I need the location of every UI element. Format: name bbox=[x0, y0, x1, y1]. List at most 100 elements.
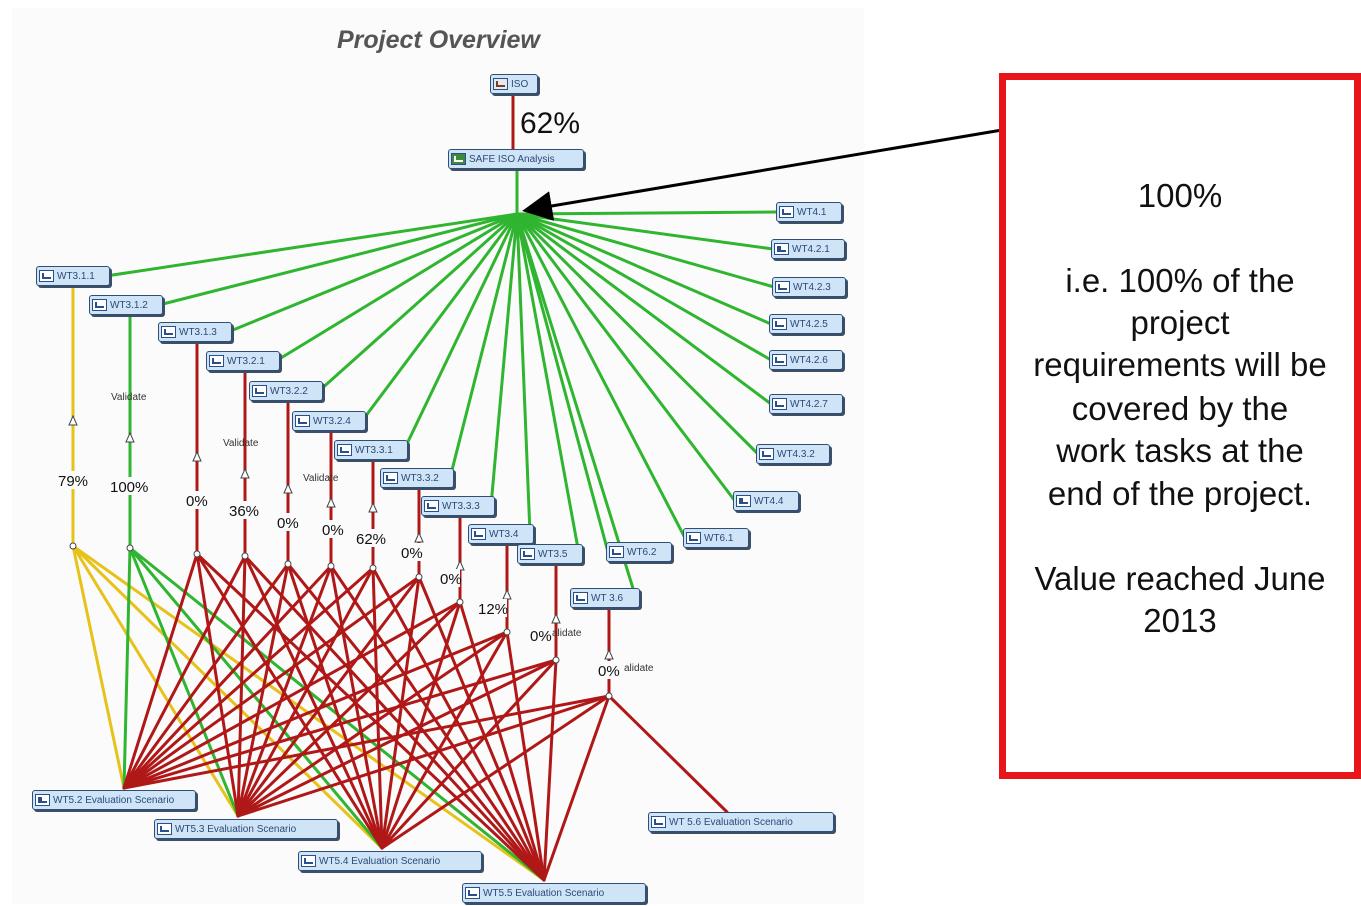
work-task-node[interactable]: WT4.2.6 bbox=[769, 350, 843, 370]
node-label: WT3.3.3 bbox=[442, 500, 480, 512]
work-task-node[interactable]: WT4.1 bbox=[776, 202, 842, 222]
scenario-link bbox=[236, 658, 558, 818]
node-label: WT6.2 bbox=[627, 546, 657, 558]
value-label-bg bbox=[596, 661, 618, 679]
node-label: WT3.1.1 bbox=[57, 270, 95, 282]
node-label: WT3.4 bbox=[489, 528, 519, 540]
node-label: WT6.1 bbox=[704, 532, 734, 544]
diagram-title: Project Overview bbox=[337, 26, 540, 54]
scenario-link bbox=[195, 552, 240, 818]
work-task-node[interactable]: WT4.2.5 bbox=[769, 314, 843, 334]
task-link bbox=[274, 212, 519, 363]
work-task-node[interactable]: WT3.2.1 bbox=[206, 351, 280, 371]
scenario-link bbox=[380, 694, 611, 850]
evaluation-scenario-node[interactable]: WT5.5 Evaluation Scenario bbox=[462, 883, 646, 903]
node-label: WT4.4 bbox=[754, 495, 784, 507]
evaluation-scenario-node[interactable]: WT 5.6 Evaluation Scenario bbox=[648, 812, 834, 832]
task-percentage: 79% bbox=[58, 473, 88, 490]
validate-label: alidate bbox=[552, 628, 582, 639]
node-label: WT3.3.1 bbox=[355, 444, 393, 456]
bar-chart-icon bbox=[774, 243, 789, 255]
scenario-link bbox=[128, 546, 240, 818]
value-label-bg bbox=[476, 599, 507, 617]
work-task-node[interactable]: WT4.2.1 bbox=[771, 239, 845, 259]
bar-chart-icon bbox=[35, 794, 50, 806]
connector-triangle bbox=[68, 414, 78, 426]
chart-icon bbox=[471, 528, 486, 540]
work-task-node[interactable]: WT3.4 bbox=[468, 524, 534, 544]
work-task-node[interactable]: WT3.1.2 bbox=[89, 295, 163, 315]
node-label: WT4.3.2 bbox=[777, 448, 815, 460]
work-task-node[interactable]: WT6.2 bbox=[606, 542, 672, 562]
task-link bbox=[515, 212, 776, 289]
scenario-link bbox=[122, 600, 462, 790]
safe-iso-analysis-node[interactable]: SAFE ISO Analysis bbox=[448, 149, 584, 169]
scenario-link bbox=[122, 554, 247, 790]
node-label: WT3.2.2 bbox=[270, 385, 308, 397]
scenario-link bbox=[236, 694, 611, 818]
scenario-link bbox=[236, 564, 333, 818]
work-task-node[interactable]: WT3.1.1 bbox=[36, 266, 110, 286]
scenario-link bbox=[542, 658, 558, 882]
chart-icon bbox=[295, 415, 310, 427]
analysis-icon bbox=[451, 153, 466, 165]
node-label: WT3.1.2 bbox=[110, 299, 148, 311]
work-task-node[interactable]: WT3.2.4 bbox=[292, 411, 366, 431]
work-task-node[interactable]: WT4.4 bbox=[733, 491, 799, 511]
iso-node[interactable]: ISO bbox=[490, 74, 538, 94]
connector-dot bbox=[327, 562, 335, 570]
task-link bbox=[515, 212, 773, 362]
connector-dot bbox=[126, 544, 134, 552]
scenario-link bbox=[329, 564, 384, 850]
scenario-link bbox=[329, 564, 546, 882]
chart-icon bbox=[383, 472, 398, 484]
work-task-node[interactable]: WT3.2.2 bbox=[249, 381, 323, 401]
chart-icon bbox=[424, 500, 439, 512]
bar-chart-icon bbox=[736, 495, 751, 507]
work-task-node[interactable]: WT3.3.2 bbox=[380, 468, 454, 488]
work-task-node[interactable]: WT3.3.1 bbox=[334, 440, 408, 460]
evaluation-scenario-node[interactable]: WT5.2 Evaluation Scenario bbox=[32, 790, 196, 810]
connector-triangle bbox=[604, 648, 614, 660]
scenario-link bbox=[122, 658, 558, 790]
node-label: WT3.1.3 bbox=[179, 326, 217, 338]
work-task-node[interactable]: WT3.1.3 bbox=[158, 322, 232, 342]
node-label: WT4.1 bbox=[797, 206, 827, 218]
connector-triangle bbox=[192, 450, 202, 462]
connector-triangle bbox=[414, 531, 424, 543]
node-label: WT5.4 Evaluation Scenario bbox=[319, 855, 441, 867]
chart-icon bbox=[92, 299, 107, 311]
work-task-node[interactable]: WT 3.6 bbox=[570, 588, 640, 608]
scenario-link bbox=[236, 575, 421, 818]
work-task-node[interactable]: WT4.2.7 bbox=[769, 394, 843, 414]
chart-icon bbox=[686, 532, 701, 544]
callout-date-line: 2013 bbox=[1143, 602, 1217, 639]
value-label-bg bbox=[399, 543, 421, 561]
task-percentage: 100% bbox=[110, 479, 148, 496]
value-label-bg bbox=[56, 471, 87, 489]
task-link bbox=[489, 212, 519, 508]
work-task-node[interactable]: WT4.3.2 bbox=[756, 444, 830, 464]
chart-icon bbox=[779, 206, 794, 218]
callout-date-line: Value reached June bbox=[1034, 560, 1326, 597]
evaluation-scenario-node[interactable]: WT5.3 Evaluation Scenario bbox=[154, 819, 338, 839]
work-task-node[interactable]: WT3.5 bbox=[517, 544, 583, 564]
work-task-node[interactable]: WT3.3.3 bbox=[421, 496, 495, 516]
chart-icon bbox=[772, 398, 787, 410]
scenario-link bbox=[122, 575, 421, 790]
scenario-link bbox=[122, 564, 333, 790]
chart-icon bbox=[465, 887, 480, 899]
work-task-node[interactable]: WT4.2.3 bbox=[772, 277, 846, 297]
node-label: ISO bbox=[511, 78, 529, 90]
connector-triangle bbox=[326, 496, 336, 508]
scenario-link bbox=[122, 552, 199, 790]
value-label-bg bbox=[354, 529, 385, 547]
node-label: WT3.2.1 bbox=[227, 355, 265, 367]
node-label: WT4.2.3 bbox=[793, 281, 831, 293]
task-link bbox=[515, 212, 775, 251]
work-task-node[interactable]: WT6.1 bbox=[683, 528, 749, 548]
node-label: WT4.2.5 bbox=[790, 318, 828, 330]
scenario-link bbox=[371, 566, 384, 850]
evaluation-scenario-node[interactable]: WT5.4 Evaluation Scenario bbox=[298, 851, 482, 871]
task-link bbox=[104, 212, 519, 278]
